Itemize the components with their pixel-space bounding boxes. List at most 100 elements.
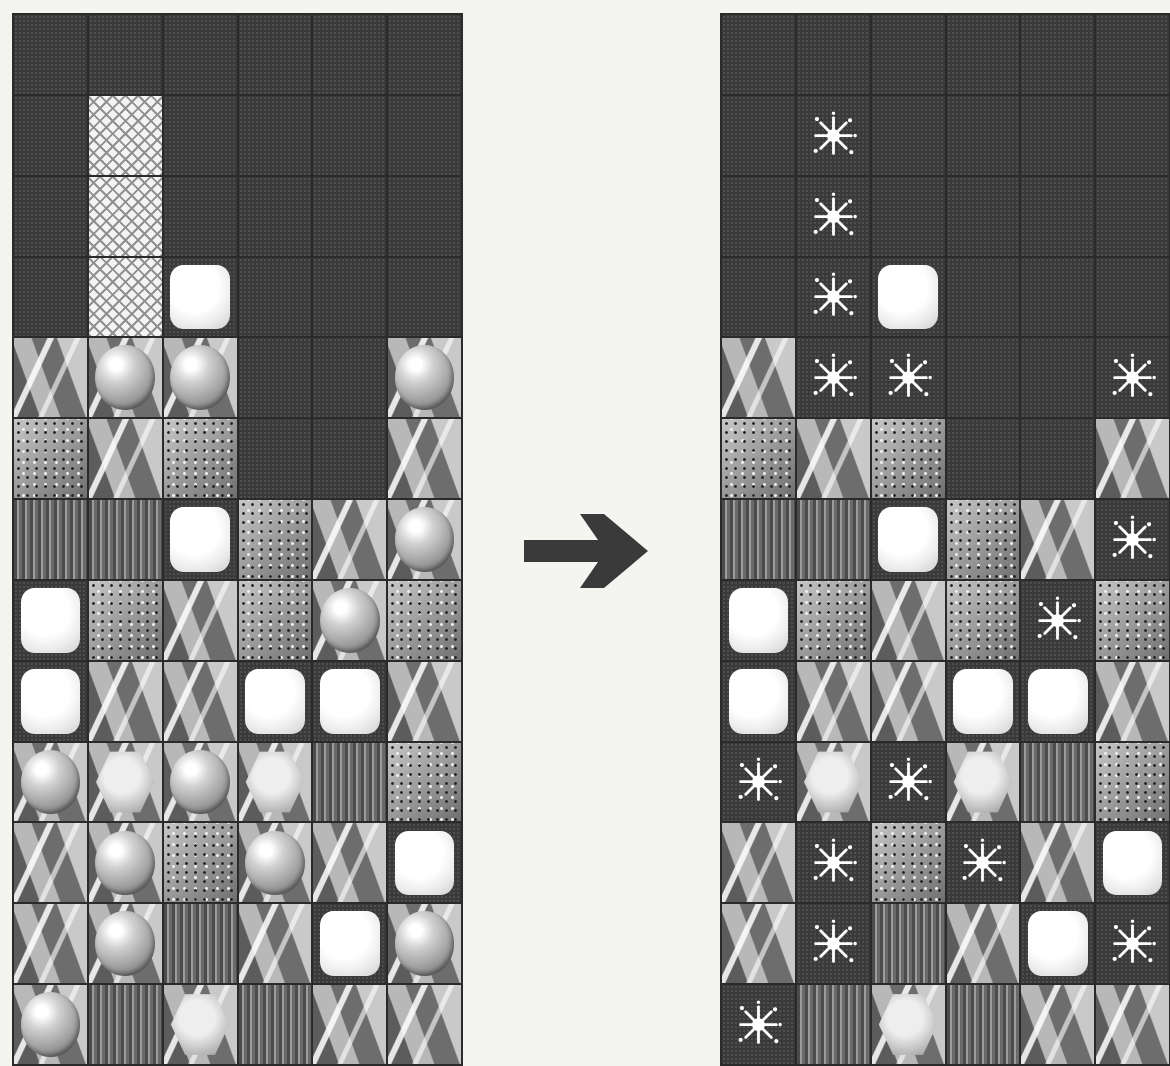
empty-tile bbox=[1021, 96, 1094, 175]
empty-tile bbox=[797, 15, 870, 94]
pearl-tile bbox=[164, 500, 237, 579]
empty-tile bbox=[722, 177, 795, 256]
pearl-icon bbox=[170, 265, 230, 330]
crystal-tile bbox=[388, 985, 461, 1064]
empty-tile bbox=[239, 258, 312, 337]
crystal-tile bbox=[1096, 985, 1169, 1064]
empty-tile bbox=[947, 338, 1020, 417]
crystal-tile bbox=[313, 823, 386, 902]
pearl-tile bbox=[388, 823, 461, 902]
sparkle-tile bbox=[797, 904, 870, 983]
speckle-gem-tile bbox=[1096, 581, 1169, 660]
empty-tile bbox=[239, 419, 312, 498]
empty-tile bbox=[1096, 177, 1169, 256]
sparkle-tile bbox=[722, 743, 795, 822]
crystal-tile bbox=[1021, 500, 1094, 579]
pearl-tile bbox=[313, 662, 386, 741]
orb-tile bbox=[388, 500, 461, 579]
pearl-tile bbox=[722, 662, 795, 741]
crystal-tile bbox=[89, 419, 162, 498]
speckle-gem-tile bbox=[1096, 743, 1169, 822]
empty-tile bbox=[1096, 96, 1169, 175]
orb-tile bbox=[164, 743, 237, 822]
sparkle-icon bbox=[1096, 500, 1169, 579]
striped-gem-tile bbox=[89, 500, 162, 579]
empty-tile bbox=[947, 15, 1020, 94]
pearl-tile bbox=[313, 904, 386, 983]
pearl-icon bbox=[320, 911, 380, 976]
orb-icon bbox=[21, 992, 81, 1057]
board-before bbox=[12, 13, 463, 1066]
orb-tile bbox=[89, 904, 162, 983]
sparkle-tile bbox=[1021, 581, 1094, 660]
sparkle-icon bbox=[797, 823, 870, 902]
orb-tile bbox=[239, 823, 312, 902]
empty-tile bbox=[313, 96, 386, 175]
orb-icon bbox=[395, 507, 455, 572]
orb-icon bbox=[170, 750, 230, 815]
pearl-tile bbox=[722, 581, 795, 660]
empty-tile bbox=[313, 15, 386, 94]
pearl-icon bbox=[1028, 911, 1088, 976]
pearl-tile bbox=[164, 258, 237, 337]
empty-tile bbox=[722, 96, 795, 175]
crystal-tile bbox=[14, 338, 87, 417]
pearl-icon bbox=[878, 507, 938, 572]
pearl-tile bbox=[947, 662, 1020, 741]
sparkle-icon bbox=[947, 823, 1020, 902]
pearl-icon bbox=[953, 669, 1013, 734]
empty-tile bbox=[313, 419, 386, 498]
speckle-gem-tile bbox=[722, 419, 795, 498]
sparkle-tile bbox=[797, 338, 870, 417]
empty-tile bbox=[1021, 419, 1094, 498]
sparkle-tile bbox=[722, 985, 795, 1064]
pearl-icon bbox=[1103, 831, 1163, 896]
empty-tile bbox=[872, 96, 945, 175]
pearl-tile bbox=[872, 258, 945, 337]
crystal-tile bbox=[89, 662, 162, 741]
empty-tile bbox=[388, 15, 461, 94]
empty-tile bbox=[1096, 258, 1169, 337]
crystal-tile bbox=[722, 338, 795, 417]
striped-gem-tile bbox=[313, 743, 386, 822]
empty-tile bbox=[313, 177, 386, 256]
sparkle-tile bbox=[797, 258, 870, 337]
board-after bbox=[720, 13, 1170, 1066]
orb-icon bbox=[95, 911, 155, 976]
sparkle-icon bbox=[722, 985, 795, 1064]
speckle-gem-tile bbox=[947, 500, 1020, 579]
speckle-gem-tile bbox=[947, 581, 1020, 660]
hexagon-gem-icon bbox=[95, 750, 155, 815]
crystal-tile bbox=[313, 985, 386, 1064]
orb-tile bbox=[164, 338, 237, 417]
sparkle-tile bbox=[947, 823, 1020, 902]
speckle-gem-tile bbox=[89, 581, 162, 660]
empty-tile bbox=[89, 15, 162, 94]
orb-tile bbox=[14, 743, 87, 822]
pearl-icon bbox=[395, 831, 455, 896]
pearl-icon bbox=[1028, 669, 1088, 734]
hatch-piece-tile bbox=[89, 177, 162, 256]
hexagon-gem-tile bbox=[239, 743, 312, 822]
hexagon-gem-icon bbox=[170, 992, 230, 1057]
hexagon-gem-tile bbox=[797, 743, 870, 822]
orb-tile bbox=[388, 338, 461, 417]
pearl-icon bbox=[320, 669, 380, 734]
speckle-gem-tile bbox=[797, 581, 870, 660]
sparkle-icon bbox=[797, 96, 870, 175]
empty-tile bbox=[164, 15, 237, 94]
empty-tile bbox=[722, 258, 795, 337]
sparkle-icon bbox=[722, 743, 795, 822]
empty-tile bbox=[164, 177, 237, 256]
empty-tile bbox=[239, 96, 312, 175]
hexagon-gem-tile bbox=[164, 985, 237, 1064]
crystal-tile bbox=[722, 904, 795, 983]
hexagon-gem-icon bbox=[953, 750, 1013, 815]
hexagon-gem-icon bbox=[245, 750, 305, 815]
striped-gem-tile bbox=[89, 985, 162, 1064]
pearl-icon bbox=[170, 507, 230, 572]
hexagon-gem-tile bbox=[872, 985, 945, 1064]
pearl-tile bbox=[14, 662, 87, 741]
crystal-tile bbox=[388, 419, 461, 498]
empty-tile bbox=[14, 258, 87, 337]
